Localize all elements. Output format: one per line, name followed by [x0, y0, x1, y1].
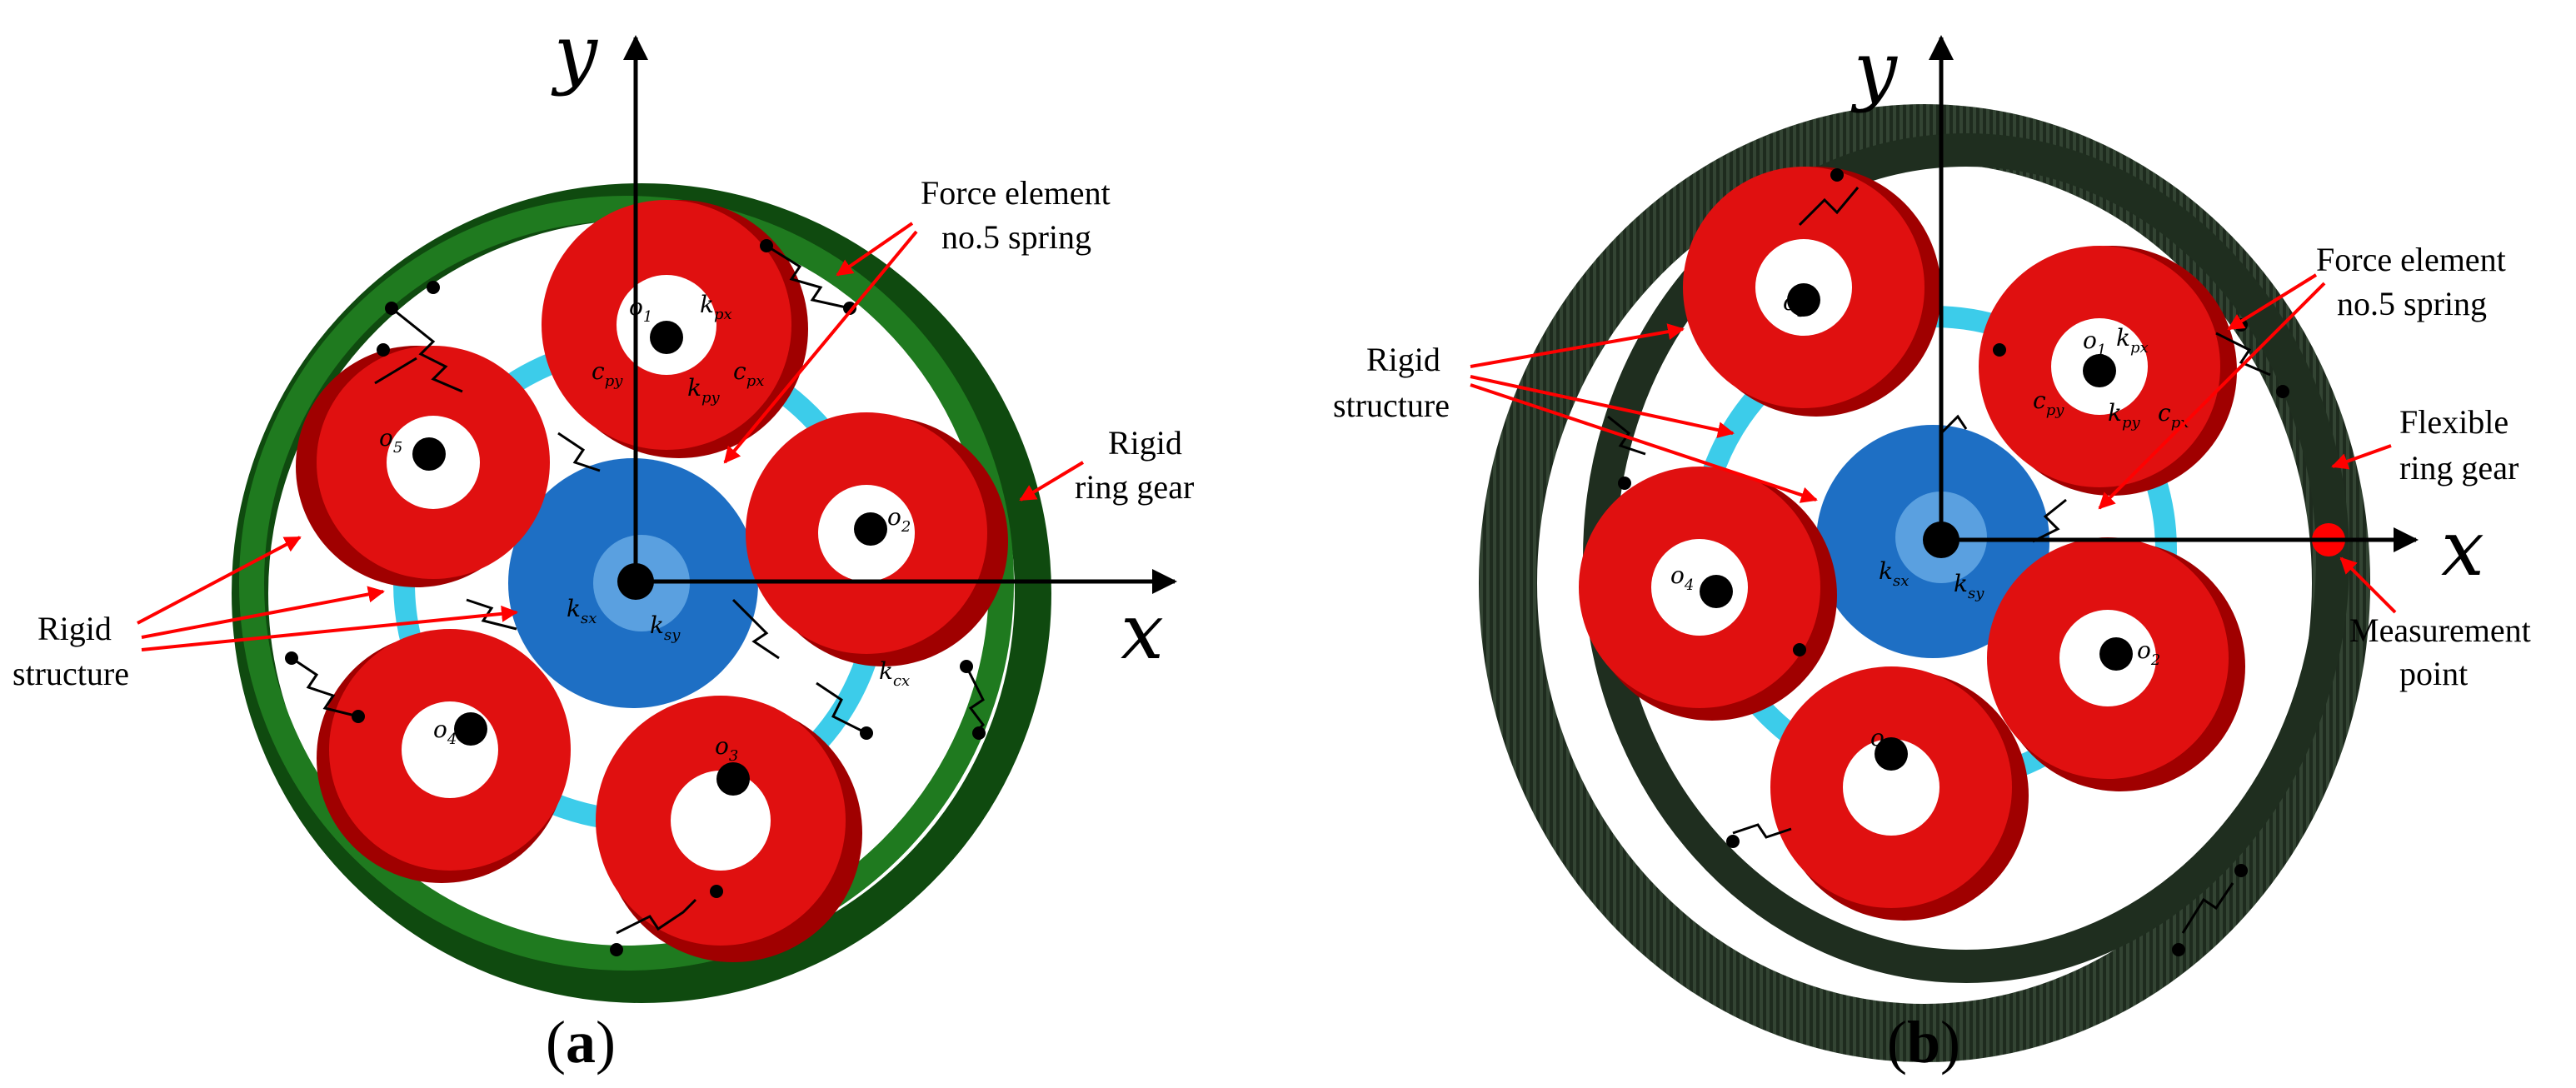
- sym-ksx-a: ksx: [567, 595, 597, 627]
- planet-label-o4-a: o4: [433, 716, 457, 748]
- panel-a: x y o1 o2 o3 o4 o5 kpx cpy kpy cpx ksx k…: [12, 8, 1194, 1076]
- planet-centers-a: [412, 321, 887, 796]
- callout-force-element-a-l2: no.5 spring: [941, 218, 1091, 256]
- sym-ksy-a: ksy: [650, 611, 681, 644]
- planet-label-o2-a: o2: [887, 503, 911, 536]
- node-dots-a: [285, 239, 986, 956]
- callout-struct-a-l1: Rigid: [37, 610, 112, 647]
- sub-label-a: (a): [546, 1009, 616, 1076]
- callout-ring-b-l1: Flexible: [2399, 403, 2509, 441]
- callout-force-element-a-l1: Force element: [921, 174, 1111, 212]
- callout-ring-a-l1: Rigid: [1108, 424, 1182, 462]
- planet-o2: [746, 412, 1008, 666]
- node-dots-b: [1618, 168, 2289, 956]
- callout-measure-b-l2: point: [2399, 655, 2468, 692]
- arrow-ring-b: [2331, 444, 2392, 470]
- callout-force-element-b-l1: Force element: [2316, 241, 2506, 278]
- arrow-struct-a-2: [141, 586, 385, 639]
- panel-b: x y o5 o1 o4 o2 o3 kpx cpy kpy cpx ksx k…: [1333, 25, 2531, 1076]
- planet-o3: [596, 696, 862, 962]
- arrow-struct-a-3: [141, 605, 518, 651]
- x-axis-label-b: x: [2441, 504, 2484, 593]
- sym-cpx-b: cpx: [2158, 399, 2189, 432]
- planet-o3-b: [1770, 666, 2029, 921]
- planet-label-o3-b: o3: [1870, 724, 1894, 756]
- arrow-struct-b-1: [1470, 323, 1685, 368]
- callout-ring-b-l2: ring gear: [2399, 449, 2519, 487]
- planet-label-o1-a: o1: [629, 293, 652, 326]
- sym-cpx-a: cpx: [733, 357, 764, 390]
- arrow-ring-a: [1019, 461, 1085, 502]
- callout-struct-a-l2: structure: [12, 655, 129, 692]
- spring-elements-b: [1607, 187, 2271, 934]
- arrow-struct-b-2: [1470, 375, 1735, 438]
- sym-kpx-b: kpx: [2116, 324, 2149, 357]
- sym-ksy-b: ksy: [1954, 570, 1984, 602]
- callout-ring-a-l2: ring gear: [1075, 468, 1194, 506]
- sym-kpy-a: kpy: [687, 374, 720, 407]
- planet-label-o4-b: o4: [1670, 561, 1694, 594]
- arrow-force-b-2: [2098, 282, 2326, 510]
- sym-kcx-a: kcx: [879, 657, 910, 690]
- sub-label-b: (b): [1887, 1009, 1960, 1076]
- arrow-force-b-1: [2227, 273, 2318, 331]
- planet-label-o3-a: o3: [715, 732, 738, 765]
- planet-label-o1-b: o1: [2083, 327, 2106, 359]
- sym-ksx-b: ksx: [1879, 557, 1909, 590]
- planet-label-o5-a: o5: [379, 424, 402, 457]
- callout-measure-b-l1: Measurement: [2349, 611, 2531, 649]
- sym-cpy-a: cpy: [592, 357, 623, 390]
- arrow-measure-b: [2339, 556, 2397, 614]
- callout-force-element-b-l2: no.5 spring: [2337, 285, 2487, 322]
- planet-label-o5-b: o5: [1783, 288, 1806, 321]
- callout-struct-b-l2: structure: [1333, 387, 1450, 424]
- arrow-struct-a-1: [137, 536, 302, 625]
- y-axis-label-a: y: [551, 8, 598, 97]
- callout-struct-b-l1: Rigid: [1366, 341, 1440, 378]
- sym-kpx-a: kpx: [700, 291, 732, 323]
- planet-o4: [317, 629, 571, 883]
- y-axis-label-b: y: [1850, 25, 1898, 114]
- arrow-force-a-1: [836, 222, 914, 277]
- arrow-struct-b-3: [1470, 383, 1818, 503]
- sym-cpy-b: cpy: [2033, 387, 2064, 419]
- spring-elements-a: [291, 244, 985, 935]
- x-axis-label-a: x: [1121, 587, 1164, 676]
- arrow-force-a-2: [723, 230, 918, 464]
- sym-kpy-b: kpy: [2108, 399, 2140, 432]
- planet-label-o2-b: o2: [2137, 636, 2160, 669]
